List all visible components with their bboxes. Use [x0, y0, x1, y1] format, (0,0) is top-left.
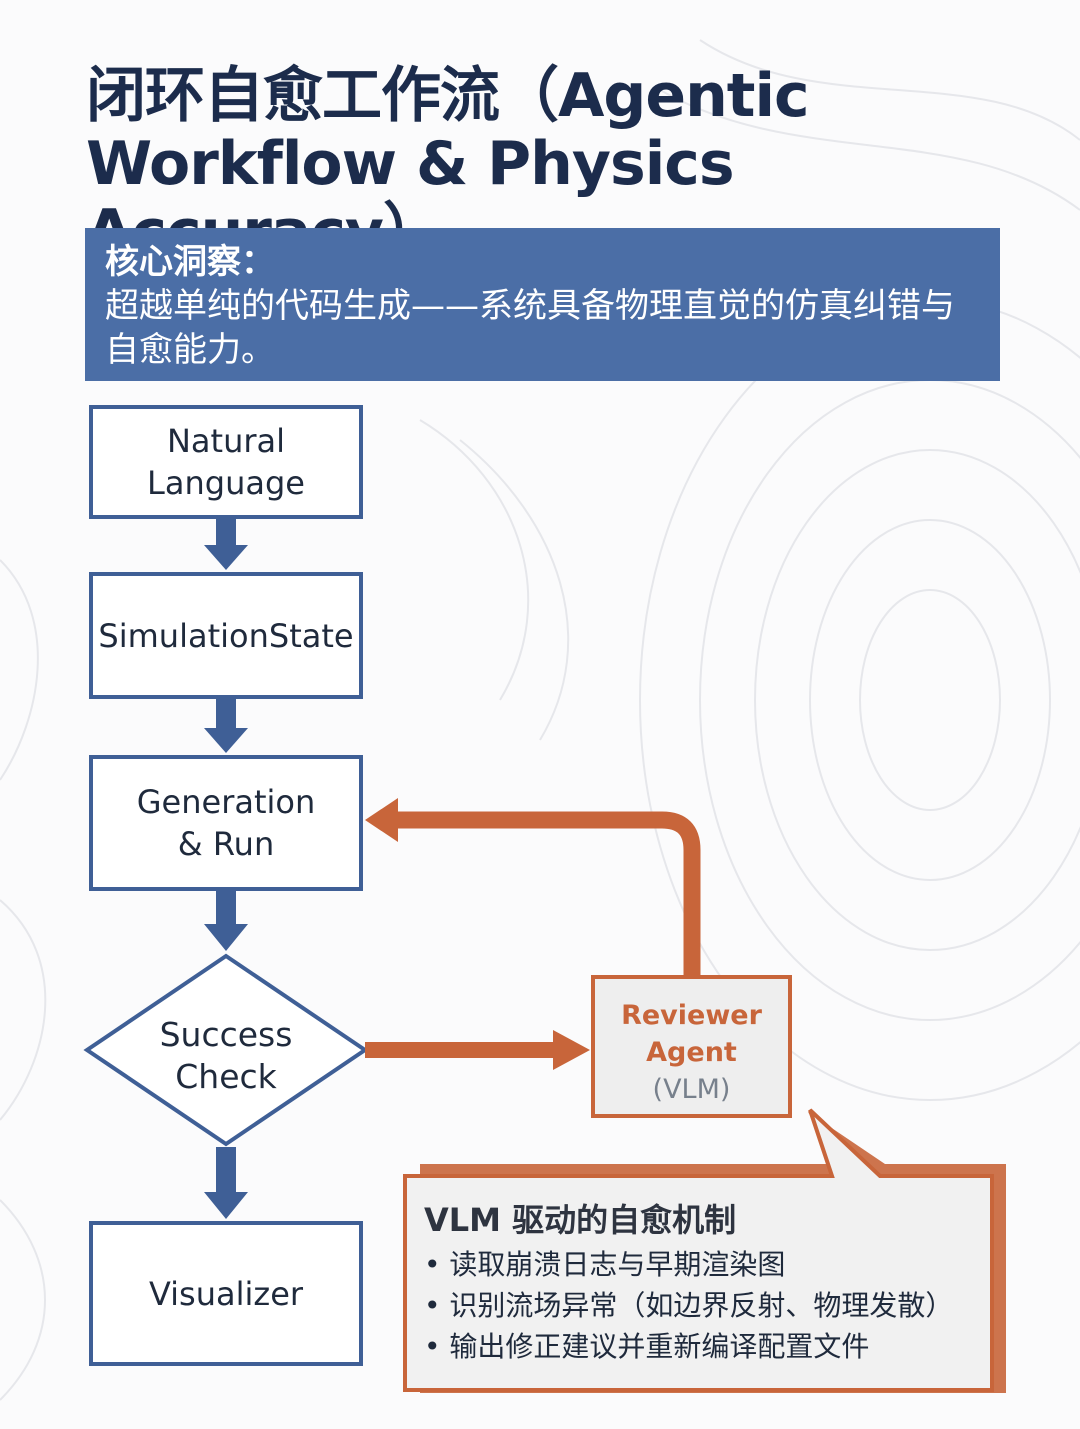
callout-bullet-list: 读取崩溃日志与早期渲染图 识别流场异常（如边界反射、物理发散） 输出修正建议并重…: [424, 1244, 994, 1367]
callout-bullet: 识别流场异常（如边界反射、物理发散）: [424, 1285, 994, 1326]
reviewer-line-3: (VLM): [652, 1074, 731, 1105]
step-visualizer: Visualizer: [89, 1221, 363, 1366]
step-natural-language-label: Natural Language: [147, 422, 305, 502]
arrow-3-head: [204, 924, 248, 951]
reviewer-line-1: Reviewer: [621, 1000, 762, 1031]
arrow-4-shaft: [216, 1147, 236, 1195]
arrow-1-head: [204, 545, 248, 570]
insight-heading: 核心洞察：: [105, 242, 275, 282]
success-check-diamond: [83, 953, 369, 1147]
arrow-2-head: [204, 728, 248, 753]
step-natural-language: Natural Language: [89, 405, 363, 519]
step-generation-run-label: Generation & Run: [136, 783, 316, 863]
arrow-3-shaft: [216, 891, 236, 927]
callout-bullet: 读取崩溃日志与早期渲染图: [424, 1244, 994, 1285]
arrow-to-reviewer-shaft: [365, 1042, 555, 1058]
arrow-to-reviewer-head: [553, 1030, 590, 1070]
success-check-label: Success Check: [159, 1015, 293, 1096]
arrow-1-shaft: [216, 518, 236, 548]
step-visualizer-label: Visualizer: [148, 1274, 304, 1313]
callout-heading: VLM 驱动的自愈机制: [424, 1201, 737, 1239]
self-healing-callout: VLM 驱动的自愈机制 读取崩溃日志与早期渲染图 识别流场异常（如边界反射、物理…: [424, 1196, 994, 1367]
feedback-arrow-path: [395, 811, 701, 975]
reviewer-line-2: Agent: [646, 1037, 737, 1068]
feedback-arrow-head: [365, 798, 398, 842]
callout-bullet: 输出修正建议并重新编译配置文件: [424, 1326, 994, 1367]
insight-body: 超越单纯的代码生成——系统具备物理直觉的仿真纠错与自愈能力。: [105, 286, 955, 370]
reviewer-agent-box: Reviewer Agent (VLM): [591, 975, 792, 1118]
step-simulation-state: SimulationState: [89, 572, 363, 699]
core-insight-banner: 核心洞察： 超越单纯的代码生成——系统具备物理直觉的仿真纠错与自愈能力。: [85, 228, 1000, 381]
step-simulation-state-label: SimulationState: [98, 616, 354, 655]
step-generation-run: Generation & Run: [89, 755, 363, 891]
arrow-4-head: [204, 1192, 248, 1219]
arrow-2-shaft: [216, 699, 236, 731]
